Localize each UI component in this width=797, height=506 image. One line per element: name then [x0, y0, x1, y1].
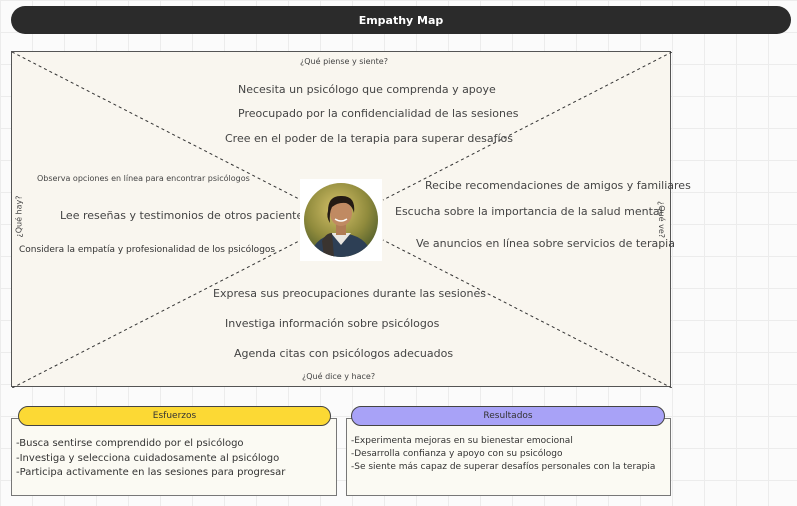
- say-do-item: Agenda citas con psicólogos adecuados: [234, 347, 454, 360]
- hear-item: Escucha sobre la importancia de la salud…: [395, 205, 663, 218]
- hear-item: Ve anuncios en línea sobre servicios de …: [416, 237, 675, 250]
- efforts-item: -Busca sentirse comprendido por el psicó…: [16, 438, 244, 449]
- hear-item: Recibe recomendaciones de amigos y famil…: [425, 179, 691, 192]
- see-item: Considera la empatía y profesionalidad d…: [19, 245, 276, 255]
- say-do-item: Expresa sus preocupaciones durante las s…: [213, 287, 486, 300]
- see-item: Lee reseñas y testimonios de otros pacie…: [60, 209, 309, 222]
- persona-photo-icon: [304, 183, 378, 257]
- results-item: -Experimenta mejoras en su bienestar emo…: [351, 436, 573, 446]
- think-feel-label: ¿Qué piense y siente?: [300, 57, 388, 66]
- results-item: -Se siente más capaz de superar desafíos…: [351, 462, 656, 472]
- results-item: -Desarrolla confianza y apoyo con su psi…: [351, 449, 563, 459]
- results-panel: -Experimenta mejoras en su bienestar emo…: [346, 418, 671, 496]
- think-feel-item: Cree en el poder de la terapia para supe…: [225, 132, 514, 145]
- think-feel-item: Preocupado por la confidencialidad de la…: [238, 107, 519, 120]
- say-do-label: ¿Qué dice y hace?: [302, 372, 376, 381]
- efforts-panel: -Busca sentirse comprendido por el psicó…: [11, 418, 337, 496]
- page-title: Empathy Map: [11, 6, 791, 34]
- diagonal-dividers: [12, 52, 672, 388]
- think-feel-item: Necesita un psicólogo que comprenda y ap…: [238, 83, 496, 96]
- see-label: ¿Qué hay?: [14, 195, 24, 238]
- efforts-item: -Investiga y selecciona cuidadosamente a…: [16, 452, 280, 464]
- persona-photo-frame: [300, 179, 382, 261]
- see-item: Observa opciones en línea para encontrar…: [37, 174, 250, 183]
- results-title: Resultados: [351, 406, 665, 426]
- efforts-item: -Participa activamente en las sesiones p…: [16, 467, 286, 478]
- efforts-title: Esfuerzos: [18, 406, 331, 426]
- say-do-item: Investiga información sobre psicólogos: [225, 317, 440, 330]
